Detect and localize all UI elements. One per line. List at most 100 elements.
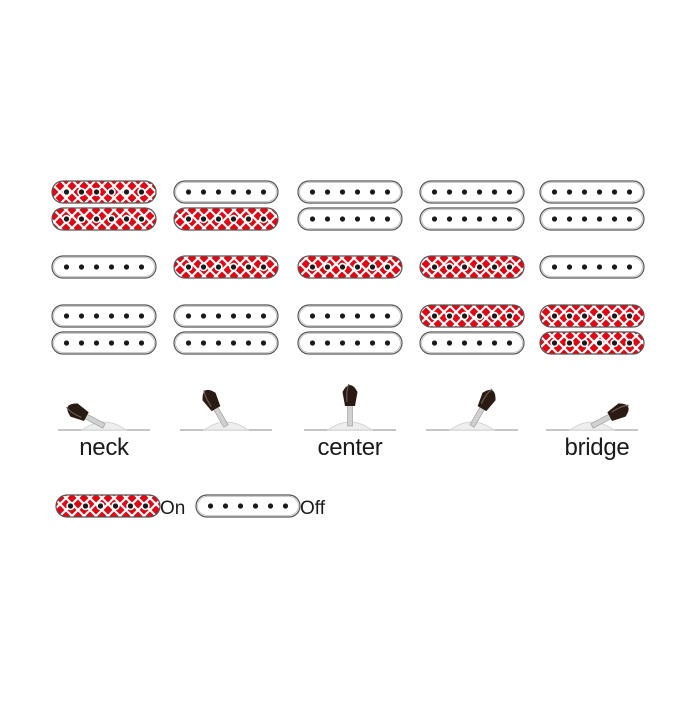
- pole-piece: [123, 264, 130, 270]
- pole-piece: [63, 216, 70, 222]
- pole-piece: [185, 216, 192, 222]
- pole-piece: [63, 340, 70, 346]
- middle-single-coil: [419, 255, 525, 279]
- pole-piece: [506, 189, 513, 195]
- pole-piece: [215, 189, 222, 195]
- pole-piece: [215, 216, 222, 222]
- pole-piece: [431, 189, 438, 195]
- pole-piece: [108, 340, 115, 346]
- pole-piece: [185, 313, 192, 319]
- coil-body: [195, 494, 301, 518]
- pole-piece: [138, 313, 145, 319]
- pole-piece: [207, 503, 214, 509]
- coil-body: [173, 255, 279, 279]
- pole-piece: [461, 340, 468, 346]
- pole-piece: [245, 264, 252, 270]
- pole-piece: [222, 503, 229, 509]
- pole-piece: [63, 313, 70, 319]
- coil-upper: [173, 180, 279, 204]
- lever-shaft: [347, 403, 353, 427]
- pole-piece: [230, 313, 237, 319]
- pole-piece: [138, 216, 145, 222]
- coil-inner-rim: [53, 306, 155, 326]
- legend-off-label: Off: [300, 498, 325, 519]
- lever-switch-4: [426, 388, 518, 431]
- pole-piece: [237, 503, 244, 509]
- coil-lower: [51, 207, 157, 231]
- pole-piece: [245, 340, 252, 346]
- pole-piece: [282, 503, 289, 509]
- middle-single-coil: [173, 255, 279, 279]
- pole-piece: [339, 264, 346, 270]
- pole-piece: [551, 189, 558, 195]
- pole-piece: [369, 340, 376, 346]
- pole-piece: [123, 313, 130, 319]
- pole-piece: [611, 189, 618, 195]
- coil-body: [419, 304, 525, 328]
- pole-piece: [551, 313, 558, 319]
- lever-switch-2: [180, 389, 272, 431]
- pole-piece: [108, 189, 115, 195]
- pole-piece: [78, 313, 85, 319]
- pole-piece: [230, 189, 237, 195]
- pole-piece: [260, 216, 267, 222]
- pole-piece: [476, 189, 483, 195]
- pole-piece: [200, 313, 207, 319]
- pole-piece: [200, 189, 207, 195]
- pole-piece: [138, 340, 145, 346]
- pole-piece: [626, 264, 633, 270]
- legend-off-coil: [195, 494, 301, 518]
- pole-piece: [581, 340, 588, 346]
- pole-piece: [506, 216, 513, 222]
- pole-piece: [339, 313, 346, 319]
- pole-piece: [384, 189, 391, 195]
- pole-piece: [566, 189, 573, 195]
- lever-knob: [477, 389, 496, 412]
- pole-piece: [123, 189, 130, 195]
- coil-body: [539, 255, 645, 279]
- pole-piece: [112, 503, 119, 509]
- pole-piece: [626, 313, 633, 319]
- pole-piece: [339, 189, 346, 195]
- coil-inner-rim: [541, 209, 643, 229]
- legend-off-swatch: [195, 494, 301, 518]
- pole-piece: [431, 340, 438, 346]
- coil-body: [297, 304, 403, 328]
- pole-piece: [506, 340, 513, 346]
- pole-piece: [185, 189, 192, 195]
- coil-upper: [539, 304, 645, 328]
- coil-inner-rim: [421, 182, 523, 202]
- pole-piece: [309, 264, 316, 270]
- pole-piece: [384, 313, 391, 319]
- pole-piece: [506, 313, 513, 319]
- pole-piece: [309, 189, 316, 195]
- pole-piece: [431, 264, 438, 270]
- coil-body: [51, 255, 157, 279]
- pole-piece: [491, 313, 498, 319]
- pole-piece: [324, 189, 331, 195]
- pole-piece: [93, 216, 100, 222]
- bridge-humbucker: [539, 304, 645, 355]
- pole-piece: [324, 340, 331, 346]
- pole-piece: [82, 503, 89, 509]
- coil-body: [55, 494, 161, 518]
- pole-piece: [138, 189, 145, 195]
- neck-humbucker: [297, 180, 403, 231]
- pole-piece: [551, 216, 558, 222]
- pole-piece: [324, 313, 331, 319]
- pole-piece: [78, 189, 85, 195]
- coil-lower: [297, 331, 403, 355]
- neck-humbucker: [51, 180, 157, 231]
- knob-highlight: [480, 388, 493, 404]
- pole-piece: [215, 264, 222, 270]
- pole-piece: [108, 216, 115, 222]
- pole-piece: [78, 264, 85, 270]
- pole-piece: [566, 216, 573, 222]
- pole-piece: [245, 216, 252, 222]
- coil-body: [539, 207, 645, 231]
- coil-upper: [297, 304, 403, 328]
- bridge-humbucker: [173, 304, 279, 355]
- pole-piece: [506, 264, 513, 270]
- pole-piece: [354, 216, 361, 222]
- pole-piece: [384, 264, 391, 270]
